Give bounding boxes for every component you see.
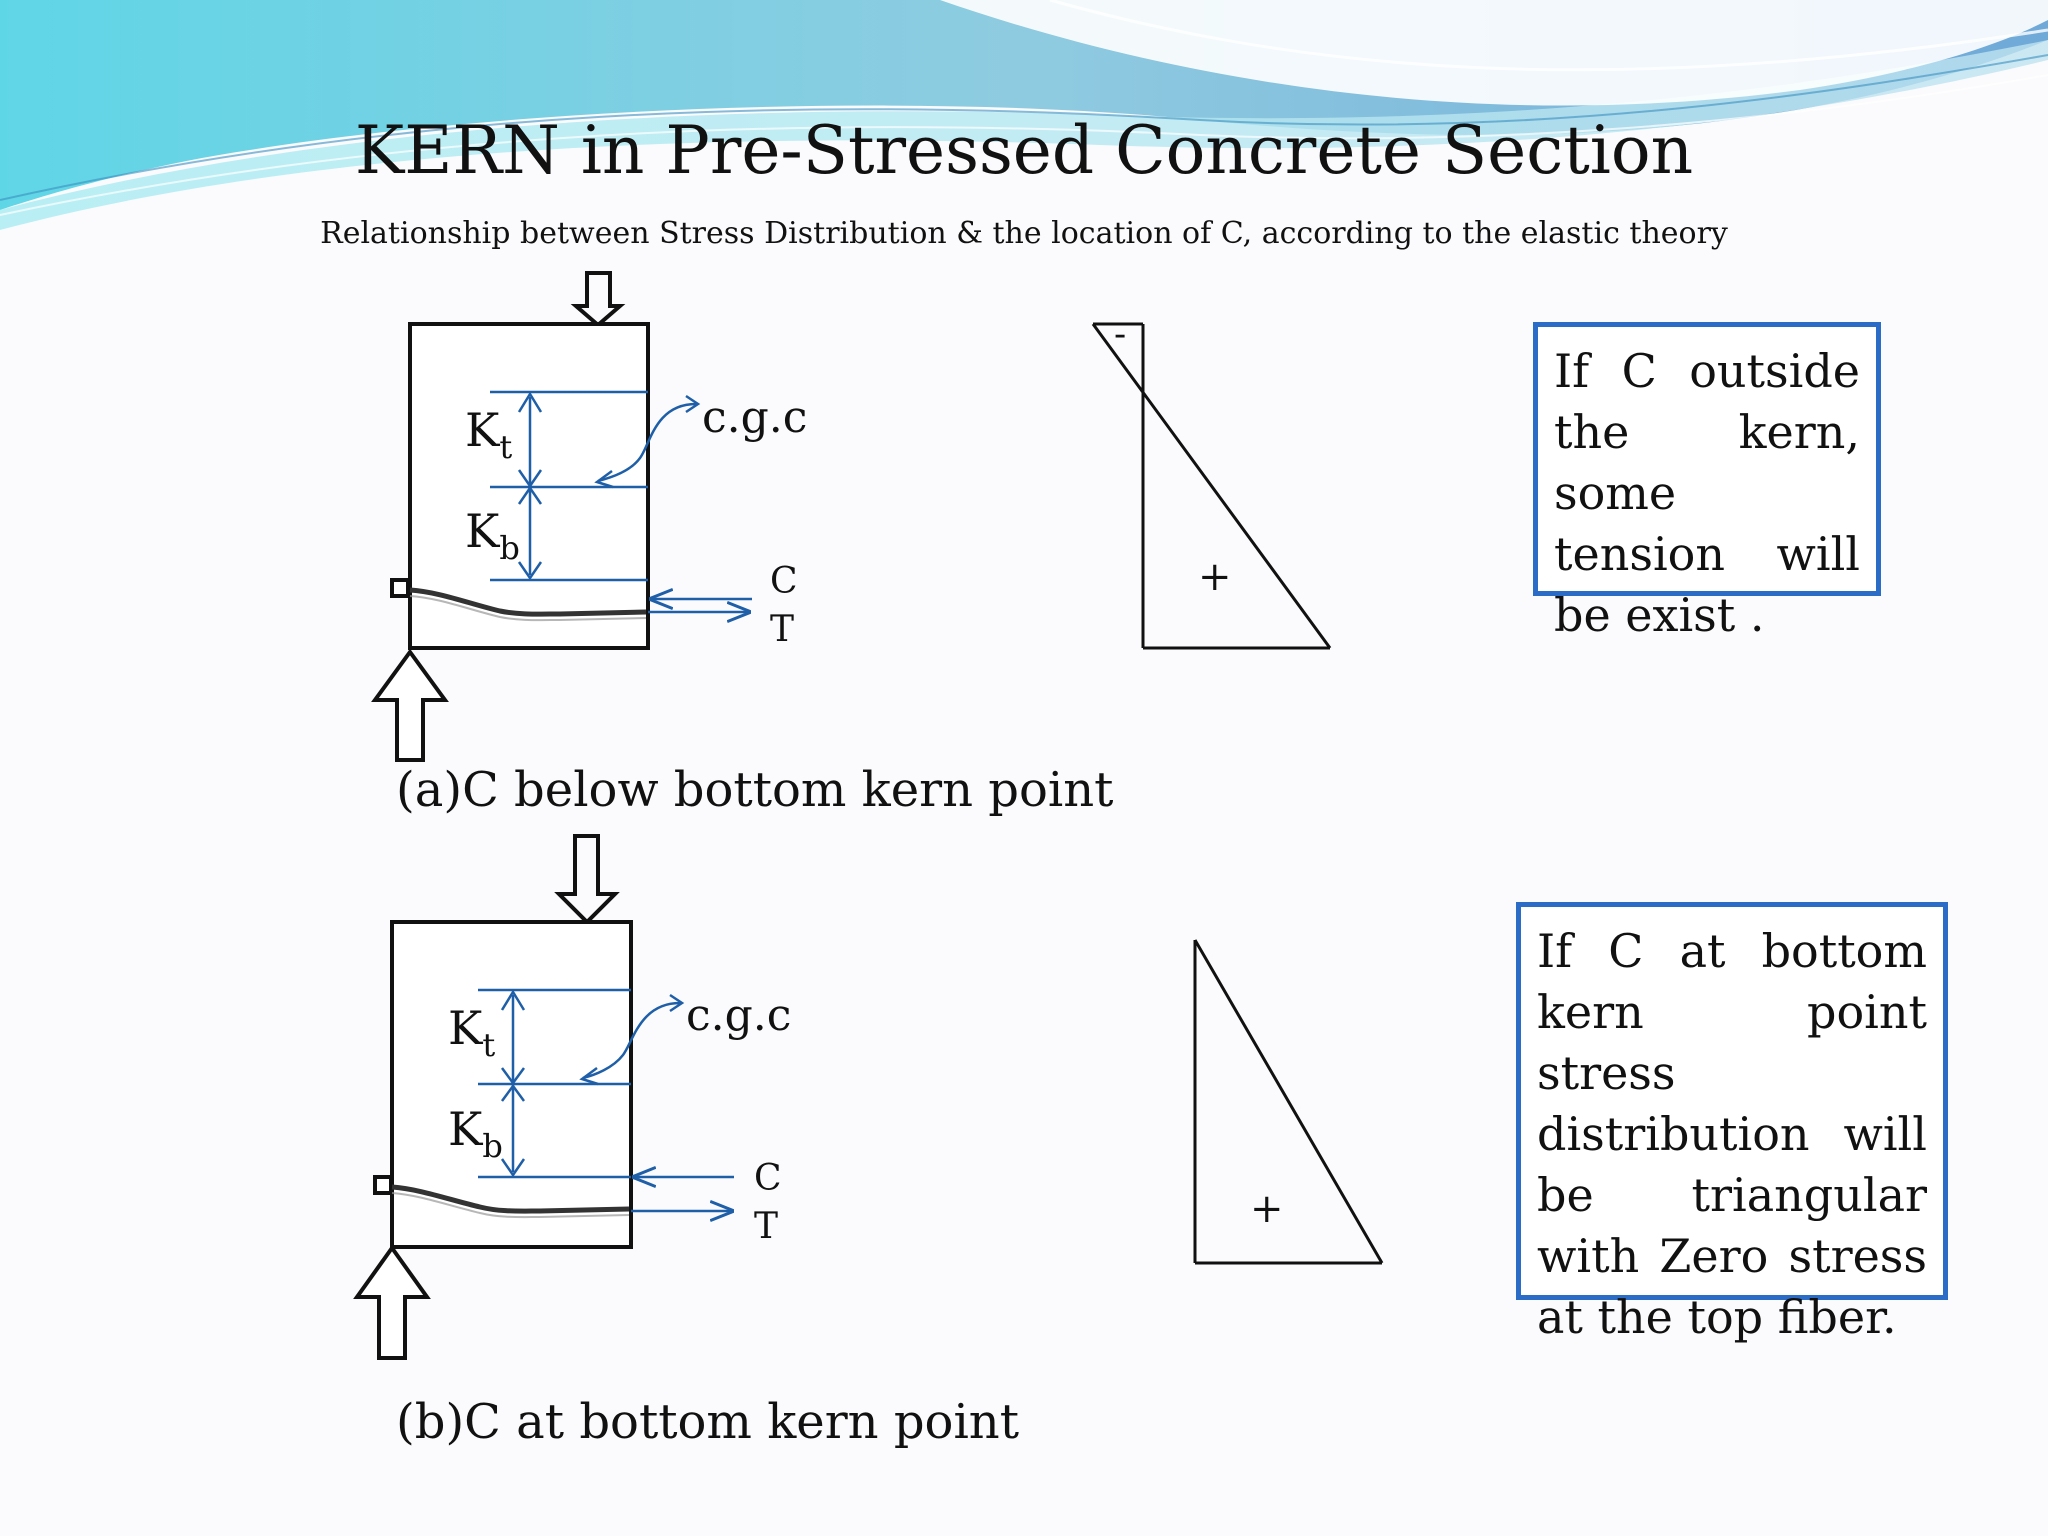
diagram-a-note-box: If C outside the kern, some tension will… [1533,322,1881,642]
diagram-a-section: Kt Kb c.g.c C T [371,271,807,762]
diagram-b-label-kb: Kb [448,1102,503,1165]
diagram-b-top-load-arrow [554,834,620,925]
slide-subtitle: Relationship between Stress Distribution… [320,216,1728,251]
diagram-b-reaction-arrow [353,1244,431,1360]
diagram-a-cgc-pointer [597,402,697,483]
diagram-a-caption: (a)C below bottom kern point [396,762,1114,818]
diagram-b-label-c: C [754,1158,782,1199]
header-wave-decoration [0,0,2048,230]
diagram-b-cgc-pointer [582,1001,681,1080]
diagram-b-label-t: T [754,1206,778,1247]
diagram-a-stress-plus: + [1198,554,1232,600]
diagram-b-section: Kt Kb c.g.c C T [353,834,791,1360]
diagram-a-stress-minus: - [1114,314,1126,355]
diagram-a-label-c: C [770,561,798,602]
diagram-b-tendon-anchor [373,1175,393,1195]
diagram-a-label-kt: Kt [465,403,512,466]
diagram-a-top-load-arrow [570,271,626,328]
diagram-b-stress-distribution: + [1193,939,1384,1265]
slide-title: KERN in Pre-Stressed Concrete Section [354,112,1694,189]
diagram-b-stress-plus: + [1250,1186,1284,1232]
diagram-a-label-cgc: c.g.c [702,392,807,443]
diagram-a-tendon-anchor [390,578,410,598]
diagram-a-stress-distribution: - + [1091,314,1332,650]
diagram-a-label-t: T [770,609,794,650]
diagram-b-note-box: If C at bottom kern point stress distrib… [1516,902,1948,1344]
diagram-b-label-kt: Kt [448,1001,495,1064]
diagram-a-label-kb: Kb [465,504,520,567]
diagram-a-reaction-arrow [371,648,449,762]
diagram-b-tendon [391,1184,630,1214]
diagram-b-label-cgc: c.g.c [686,990,791,1041]
diagram-a-tendon [409,587,647,617]
diagram-b-caption: (b)C at bottom kern point [396,1394,1019,1450]
